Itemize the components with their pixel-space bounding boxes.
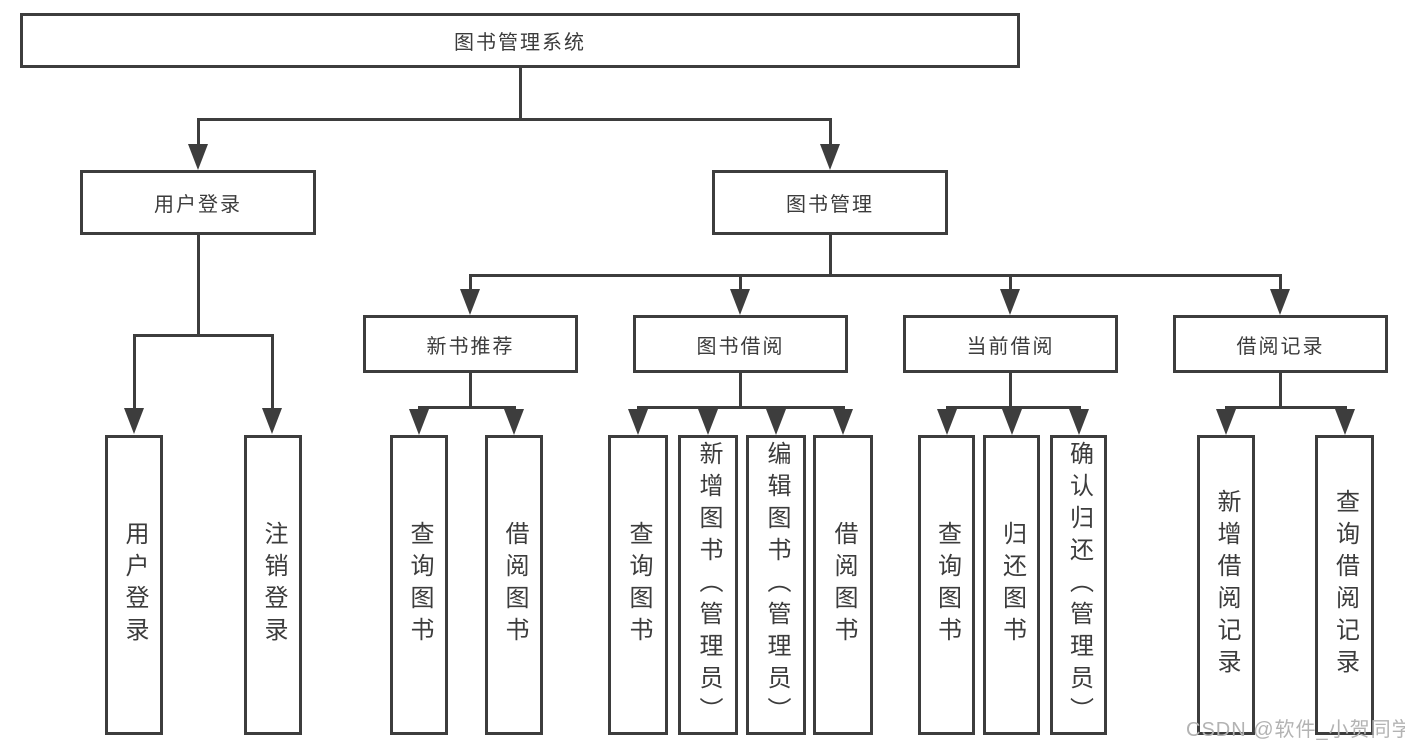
node-label: 图书借阅 — [696, 335, 785, 358]
node-book-management: 图书管理 — [712, 170, 948, 235]
connector-stem-book-borrowing — [738, 372, 742, 406]
node-label: 借阅记录 — [1236, 335, 1325, 358]
arrow-shaft — [1008, 274, 1012, 289]
arrow-shaft — [468, 274, 472, 289]
node-label: 查询图书 — [406, 521, 433, 649]
node-label: 确认归还（管理员） — [1065, 441, 1093, 729]
connector-line-book-borrowing — [636, 406, 845, 409]
connector-stem-current-borrowing — [1008, 372, 1012, 406]
arrow-down-icon — [628, 409, 648, 435]
arrow-down-icon — [698, 409, 718, 435]
arrow-down-icon — [1001, 409, 1022, 435]
arrow-down-icon — [1216, 409, 1236, 435]
node-label: 查询图书 — [933, 521, 961, 649]
leaf-return-books: 归还图书 — [983, 435, 1040, 735]
leaf-query-borrow-record: 查询借阅记录 — [1315, 435, 1374, 735]
connector-line-current-borrowing — [945, 406, 1081, 409]
node-new-book-recommendation: 新书推荐 — [363, 315, 578, 373]
node-label: 当前借阅 — [966, 335, 1055, 358]
arrow-shaft — [1278, 274, 1282, 289]
node-label: 新增借阅记录 — [1213, 489, 1240, 681]
arrow-down-icon — [262, 408, 282, 434]
connector-line-new-book — [417, 406, 516, 409]
node-label: 用户登录 — [121, 521, 148, 649]
arrow-shaft — [270, 334, 274, 408]
leaf-logout-login: 注销登录 — [244, 435, 302, 735]
arrow-down-icon — [188, 144, 208, 170]
connector-line-borrowing-records — [1224, 406, 1347, 409]
arrow-down-icon — [766, 409, 786, 435]
arrow-down-icon — [1270, 289, 1290, 315]
arrow-down-icon — [124, 408, 144, 434]
connector-stem-book-management — [828, 235, 832, 274]
leaf-query-books-recommend: 查询图书 — [390, 435, 448, 735]
node-label: 借阅图书 — [501, 521, 528, 649]
connector-stem-root — [518, 67, 522, 118]
arrow-down-icon — [820, 144, 840, 170]
leaf-borrow-books-recommend: 借阅图书 — [485, 435, 543, 735]
node-label: 用户登录 — [154, 194, 242, 216]
arrow-down-icon — [504, 409, 524, 435]
connector-line-level1 — [196, 118, 832, 121]
arrow-down-icon — [833, 409, 853, 435]
arrow-down-icon — [1000, 289, 1020, 315]
arrow-shaft — [738, 274, 742, 289]
leaf-query-books-borrowing: 查询图书 — [608, 435, 668, 735]
connector-stem-user-login — [196, 235, 200, 334]
connector-line-level2 — [468, 274, 1282, 277]
arrow-down-icon — [460, 289, 480, 315]
node-label: 归还图书 — [998, 521, 1026, 649]
arrow-down-icon — [730, 289, 750, 315]
node-label: 编辑图书（管理员） — [763, 441, 790, 729]
leaf-borrow-books-borrowing: 借阅图书 — [813, 435, 873, 735]
node-book-borrowing: 图书借阅 — [633, 315, 848, 373]
leaf-query-books-current: 查询图书 — [918, 435, 975, 735]
node-label: 查询图书 — [625, 521, 652, 649]
node-label: 注销登录 — [260, 521, 287, 649]
node-user-login: 用户登录 — [80, 170, 316, 235]
arrow-down-icon — [1068, 409, 1089, 435]
node-current-borrowing: 当前借阅 — [903, 315, 1118, 373]
watermark: CSDN @软件_小贺同学 — [1186, 719, 1405, 741]
arrow-down-icon — [937, 409, 957, 435]
node-label: 查询借阅记录 — [1331, 489, 1359, 681]
leaf-user-login: 用户登录 — [105, 435, 163, 735]
node-library-management-system: 图书管理系统 — [20, 13, 1020, 68]
arrow-down-icon — [409, 409, 429, 435]
arrow-shaft — [828, 118, 832, 144]
leaf-confirm-return-admin: 确认归还（管理员） — [1050, 435, 1107, 735]
connector-stem-borrowing-records — [1278, 372, 1282, 406]
node-borrowing-records: 借阅记录 — [1173, 315, 1388, 373]
arrow-down-icon — [1334, 409, 1355, 435]
node-label: 图书管理 — [786, 194, 874, 216]
node-label: 图书管理系统 — [454, 32, 586, 54]
arrow-shaft — [132, 334, 136, 408]
node-label: 新书推荐 — [426, 335, 515, 358]
connector-line-user-login — [132, 334, 274, 337]
node-label: 新增图书（管理员） — [695, 441, 722, 729]
node-label: 借阅图书 — [830, 521, 857, 649]
leaf-add-borrow-record: 新增借阅记录 — [1197, 435, 1255, 735]
leaf-add-books-admin: 新增图书（管理员） — [678, 435, 738, 735]
arrow-shaft — [196, 118, 200, 144]
leaf-edit-books-admin: 编辑图书（管理员） — [746, 435, 806, 735]
connector-stem-new-book — [468, 372, 472, 406]
